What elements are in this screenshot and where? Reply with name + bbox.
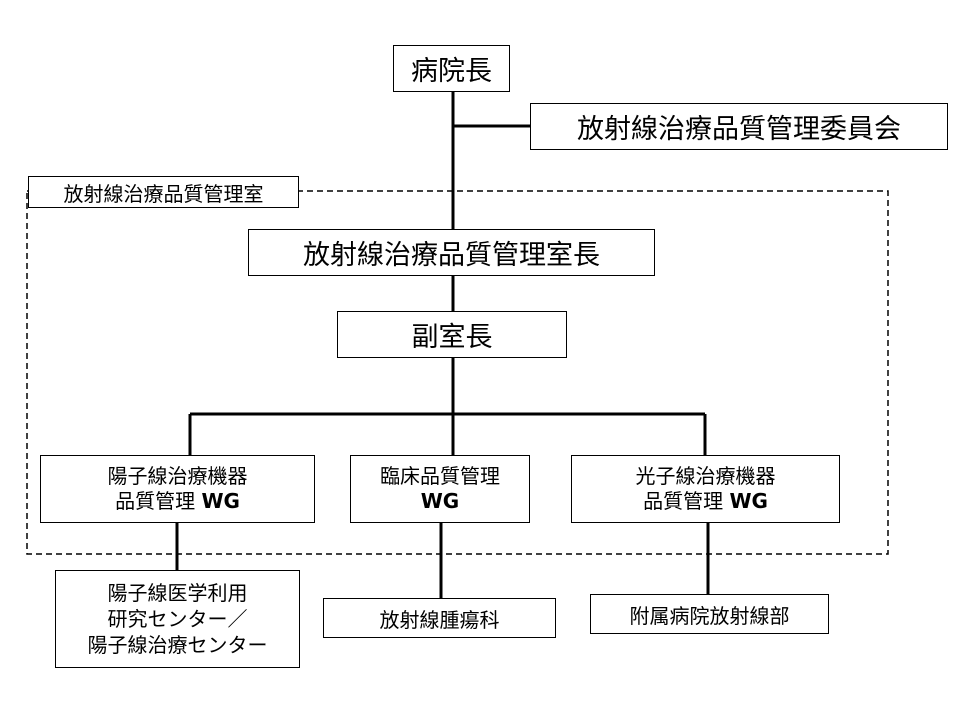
- radiation-oncology-box: 放射線腫瘍科: [323, 598, 556, 638]
- deputy-label: 副室長: [411, 322, 493, 353]
- wg-clinical-line2-wg: WG: [420, 489, 460, 513]
- proton-center-line3: 陽子線治療センター: [87, 633, 268, 657]
- proton-center-box: 陽子線医学利用 研究センター／ 陽子線治療センター: [55, 570, 300, 668]
- office-head-box: 放射線治療品質管理室長: [248, 229, 655, 276]
- wg-proton-line1: 陽子線治療機器: [107, 464, 248, 488]
- wg-proton-box: 陽子線治療機器 品質管理 WG: [40, 455, 315, 523]
- office-label-box: 放射線治療品質管理室: [28, 176, 299, 208]
- proton-center-line2: 研究センター／: [107, 607, 248, 631]
- hospital-radiology-label: 附属病院放射線部: [629, 603, 790, 628]
- deputy-box: 副室長: [337, 311, 567, 358]
- office-head-label: 放射線治療品質管理室長: [303, 240, 600, 271]
- wg-proton-line2-text: 品質管理: [115, 489, 202, 513]
- committee-box: 放射線治療品質管理委員会: [530, 103, 948, 150]
- director-box: 病院長: [393, 45, 510, 92]
- wg-clinical-line1: 臨床品質管理: [380, 464, 500, 488]
- wg-photon-line1: 光子線治療機器: [635, 464, 776, 488]
- wg-clinical-box: 臨床品質管理 WG: [350, 455, 530, 523]
- wg-photon-line2-text: 品質管理: [643, 489, 730, 513]
- wg-photon-line2: 品質管理 WG: [643, 489, 768, 514]
- director-label: 病院長: [411, 56, 492, 87]
- wg-clinical-line2: WG: [421, 489, 459, 514]
- office-label: 放射線治療品質管理室: [63, 181, 264, 206]
- wg-photon-line2-wg: WG: [729, 489, 768, 513]
- office-boundary: [26, 190, 889, 555]
- radiation-oncology-label: 放射線腫瘍科: [379, 607, 500, 632]
- wg-proton-line2: 品質管理 WG: [115, 489, 240, 514]
- wg-proton-line2-wg: WG: [201, 489, 240, 513]
- proton-center-line1: 陽子線医学利用: [107, 581, 248, 605]
- wg-photon-box: 光子線治療機器 品質管理 WG: [571, 455, 840, 523]
- committee-label: 放射線治療品質管理委員会: [577, 114, 901, 145]
- hospital-radiology-box: 附属病院放射線部: [590, 594, 829, 634]
